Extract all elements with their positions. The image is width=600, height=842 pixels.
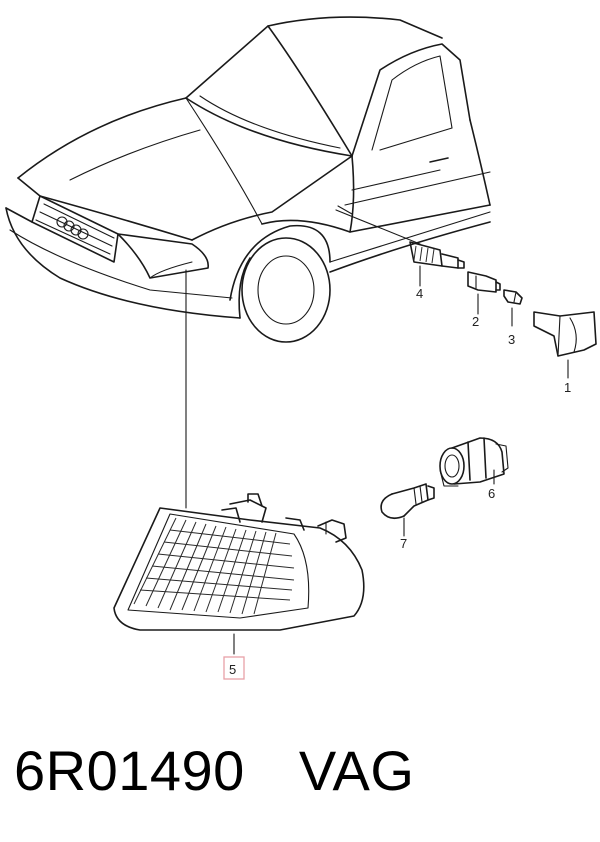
callout-7: 7 xyxy=(400,536,407,551)
part-6-socket xyxy=(439,437,509,487)
lens-grid xyxy=(133,517,295,615)
part-3-wedge-bulb xyxy=(503,289,523,327)
part-number: 6R01490 xyxy=(14,739,245,802)
callout-6: 6 xyxy=(488,486,495,501)
part-4-socket xyxy=(409,241,465,287)
caption: 6R01490 VAG xyxy=(14,738,414,803)
part-2-bulb-holder xyxy=(467,271,501,315)
callout-2: 2 xyxy=(472,314,479,329)
part-7-bulb xyxy=(380,483,435,537)
callout-5: 5 xyxy=(229,662,236,677)
brand-name: VAG xyxy=(298,739,415,802)
car-outline xyxy=(5,16,491,343)
audi-rings-logo xyxy=(56,216,89,240)
part-5-corner-lamp xyxy=(113,493,365,655)
callout-1: 1 xyxy=(564,380,571,395)
callout-4: 4 xyxy=(416,286,423,301)
callout-3: 3 xyxy=(508,332,515,347)
part-1-side-marker xyxy=(533,311,597,379)
callout-5-highlight xyxy=(223,656,245,680)
